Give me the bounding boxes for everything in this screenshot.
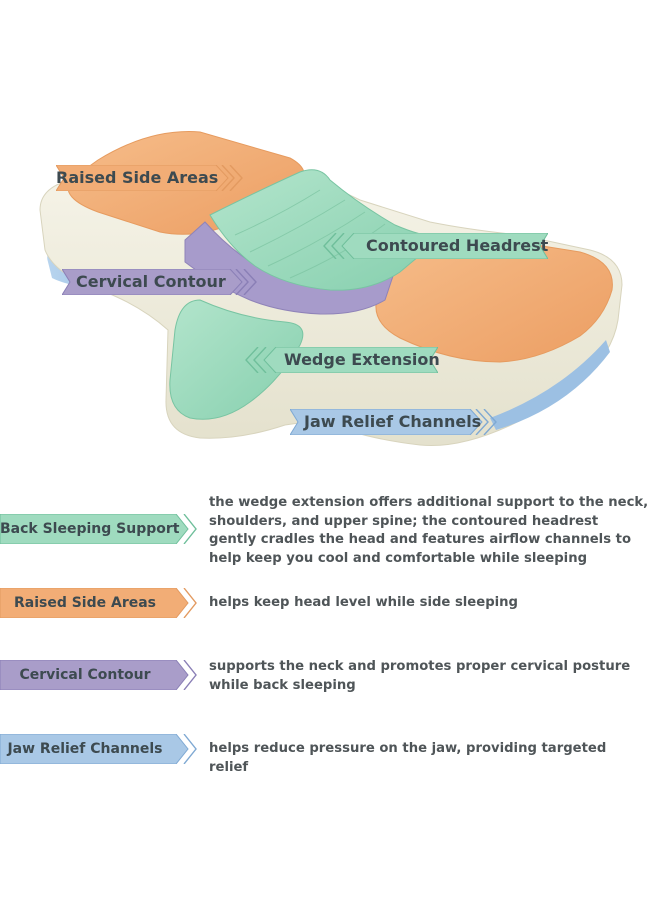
- legend-description: helps reduce pressure on the jaw, provid…: [209, 741, 607, 775]
- legend-label: Jaw Relief Channels: [7, 741, 163, 757]
- callout-shape: [62, 269, 257, 295]
- legend-label: Cervical Contour: [19, 667, 151, 683]
- callout-shape: [56, 165, 243, 191]
- callout-contoured-headrest: Contoured Headrest: [322, 233, 548, 259]
- callout-label: Raised Side Areas: [56, 168, 219, 187]
- callout-label: Wedge Extension: [284, 350, 440, 369]
- legend-tag: Jaw Relief Channels: [0, 734, 200, 764]
- legend-tag-shape: [0, 660, 197, 690]
- legend-description: the wedge extension offers additional su…: [209, 495, 649, 566]
- callout-label: Contoured Headrest: [366, 236, 549, 255]
- callout-jaw-relief-channels: Jaw Relief Channels: [290, 409, 500, 435]
- callout-shape: [290, 409, 497, 435]
- legend-tag-shape: [0, 514, 197, 544]
- legend-description: supports the neck and promotes proper ce…: [209, 659, 631, 693]
- jaw-relief-channel: [490, 340, 610, 430]
- wedge-extension-region: [169, 299, 304, 420]
- legend-description: helps keep head level while side sleepin…: [209, 595, 518, 610]
- headrest-airflow-channels: [234, 189, 386, 279]
- legend-tag: Back Sleeping Support: [0, 514, 200, 544]
- callout-label: Cervical Contour: [76, 272, 226, 291]
- callout-shape: [245, 347, 438, 373]
- callout-raised-side-areas: Raised Side Areas: [44, 165, 243, 191]
- callout-shape: [323, 233, 548, 259]
- legend-label: Back Sleeping Support: [0, 521, 180, 537]
- callout-wedge-extension: Wedge Extension: [244, 347, 440, 373]
- legend-label: Raised Side Areas: [13, 595, 157, 611]
- callout-label: Jaw Relief Channels: [304, 412, 482, 431]
- pillow-diagram: [39, 131, 623, 447]
- legend-tag-shape: [0, 588, 197, 618]
- legend-tag-shape: [0, 734, 197, 764]
- legend-tag: Raised Side Areas: [0, 588, 200, 618]
- legend-tag: Cervical Contour: [0, 660, 200, 690]
- callout-cervical-contour: Cervical Contour: [62, 269, 260, 295]
